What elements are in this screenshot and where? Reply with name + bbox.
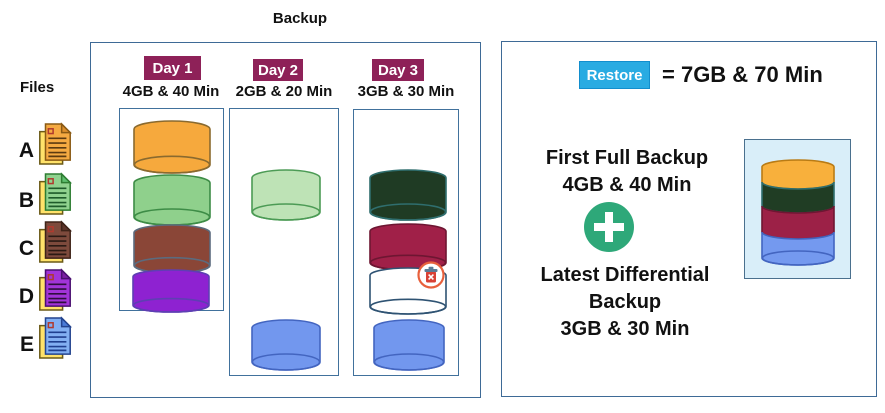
document-icon-e	[39, 316, 73, 359]
first-full-backup-line1: First Full Backup	[545, 147, 709, 169]
restore-result-text: = 7GB & 70 Min	[662, 62, 823, 87]
day3-size-label: 3GB & 30 Min	[357, 83, 455, 100]
file-item-b: B	[12, 172, 74, 216]
latest-differential-line1: Latest Differential Backup	[540, 264, 710, 313]
cylinder-day2-file-b	[252, 170, 320, 220]
file-item-c: C	[12, 220, 74, 264]
file-letter: C	[18, 237, 34, 260]
latest-differential-line2: 3GB & 30 Min	[560, 318, 690, 340]
cylinder-day2-file-e	[252, 320, 320, 370]
day3-column	[353, 109, 459, 376]
day2-size-label: 2GB & 20 Min	[235, 83, 333, 100]
document-icon-d	[39, 268, 73, 311]
document-icon-c	[39, 220, 73, 263]
file-letter: B	[18, 189, 34, 212]
cylinder-day1-file-b	[134, 175, 210, 225]
day1-column	[119, 108, 224, 311]
file-letter: D	[18, 285, 34, 308]
restore-panel: Restore = 7GB & 70 Min First Full Backup…	[501, 41, 877, 397]
file-item-e: E	[12, 316, 74, 360]
cylinder-day1-file-d	[133, 270, 209, 312]
file-letter: A	[18, 139, 34, 162]
day1-size-label: 4GB & 40 Min	[122, 83, 220, 100]
day2-column	[229, 108, 339, 376]
stacked-cylinder	[762, 160, 834, 266]
day2-badge: Day 2	[253, 59, 303, 81]
cylinder-day3-file-c	[370, 224, 446, 270]
cylinder-day1-file-a	[134, 121, 210, 173]
document-icon-b	[39, 172, 73, 215]
page-title: Backup	[272, 10, 328, 27]
files-column-label: Files	[20, 79, 55, 96]
cylinder-day3-file-e	[374, 320, 444, 370]
cylinder-day3-file-b	[370, 170, 446, 220]
day1-badge: Day 1	[144, 56, 201, 80]
file-item-a: A	[12, 122, 74, 166]
day3-badge: Day 3	[372, 59, 424, 81]
delete-trash-icon[interactable]	[416, 260, 446, 290]
file-letter: E	[19, 333, 34, 356]
first-full-backup-line2: 4GB & 40 Min	[562, 174, 692, 196]
restored-stack-box	[744, 139, 851, 279]
plus-icon	[584, 202, 634, 252]
restore-button[interactable]: Restore	[579, 61, 650, 89]
cylinder-day1-file-c	[134, 225, 210, 273]
document-icon-a	[39, 122, 73, 165]
first-full-backup-text: First Full Backup 4GB & 40 Min	[512, 145, 742, 199]
latest-differential-backup-text: Latest Differential Backup 3GB & 30 Min	[502, 262, 748, 343]
file-item-d: D	[12, 268, 74, 312]
backup-panel: Day 1 4GB & 40 Min Day 2 2GB & 20 Min	[90, 42, 481, 398]
